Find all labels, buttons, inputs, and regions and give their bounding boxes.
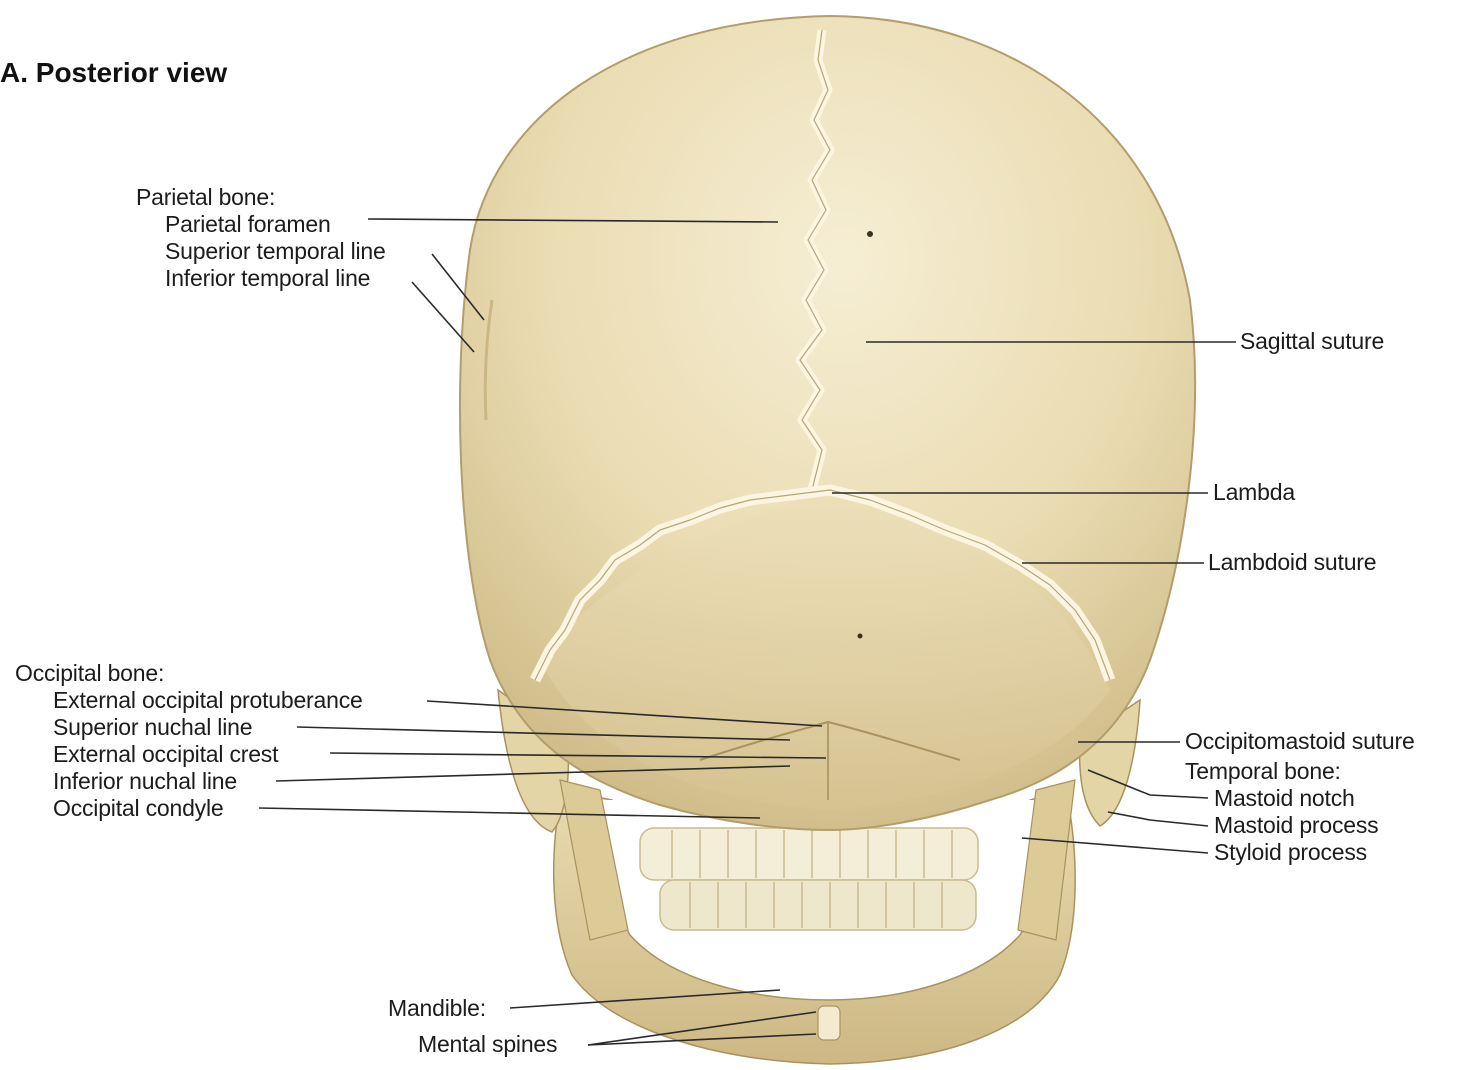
label-mastoid-notch: Mastoid notch bbox=[1214, 785, 1355, 811]
teeth bbox=[640, 828, 978, 930]
mental-spines bbox=[818, 1006, 840, 1040]
label-external-occipital-crest: External occipital crest bbox=[53, 741, 278, 767]
label-occipitomastoid-suture: Occipitomastoid suture bbox=[1185, 728, 1415, 754]
label-styloid-process: Styloid process bbox=[1214, 839, 1367, 865]
parietal-foramen bbox=[867, 231, 873, 237]
occipital-foramen-dot bbox=[858, 634, 863, 639]
label-parietal-bone: Parietal bone: bbox=[136, 184, 275, 210]
label-inferior-nuchal-line: Inferior nuchal line bbox=[53, 768, 237, 794]
label-inferior-temporal-line: Inferior temporal line bbox=[165, 265, 370, 291]
label-mastoid-process: Mastoid process bbox=[1214, 812, 1378, 838]
label-occipital-bone: Occipital bone: bbox=[15, 660, 164, 686]
label-temporal-bone: Temporal bone: bbox=[1185, 758, 1341, 784]
label-superior-temporal-line: Superior temporal line bbox=[165, 238, 386, 264]
label-mandible: Mandible: bbox=[388, 995, 486, 1021]
label-lambda: Lambda bbox=[1213, 479, 1295, 505]
label-superior-nuchal-line: Superior nuchal line bbox=[53, 714, 252, 740]
figure-title: A. Posterior view bbox=[0, 57, 227, 89]
label-parietal-foramen: Parietal foramen bbox=[165, 211, 331, 237]
label-external-occipital-protuberance: External occipital protuberance bbox=[53, 687, 363, 713]
label-occipital-condyle: Occipital condyle bbox=[53, 795, 223, 821]
label-lambdoid-suture: Lambdoid suture bbox=[1208, 549, 1376, 575]
label-sagittal-suture: Sagittal suture bbox=[1240, 328, 1384, 354]
label-mental-spines: Mental spines bbox=[418, 1031, 557, 1057]
